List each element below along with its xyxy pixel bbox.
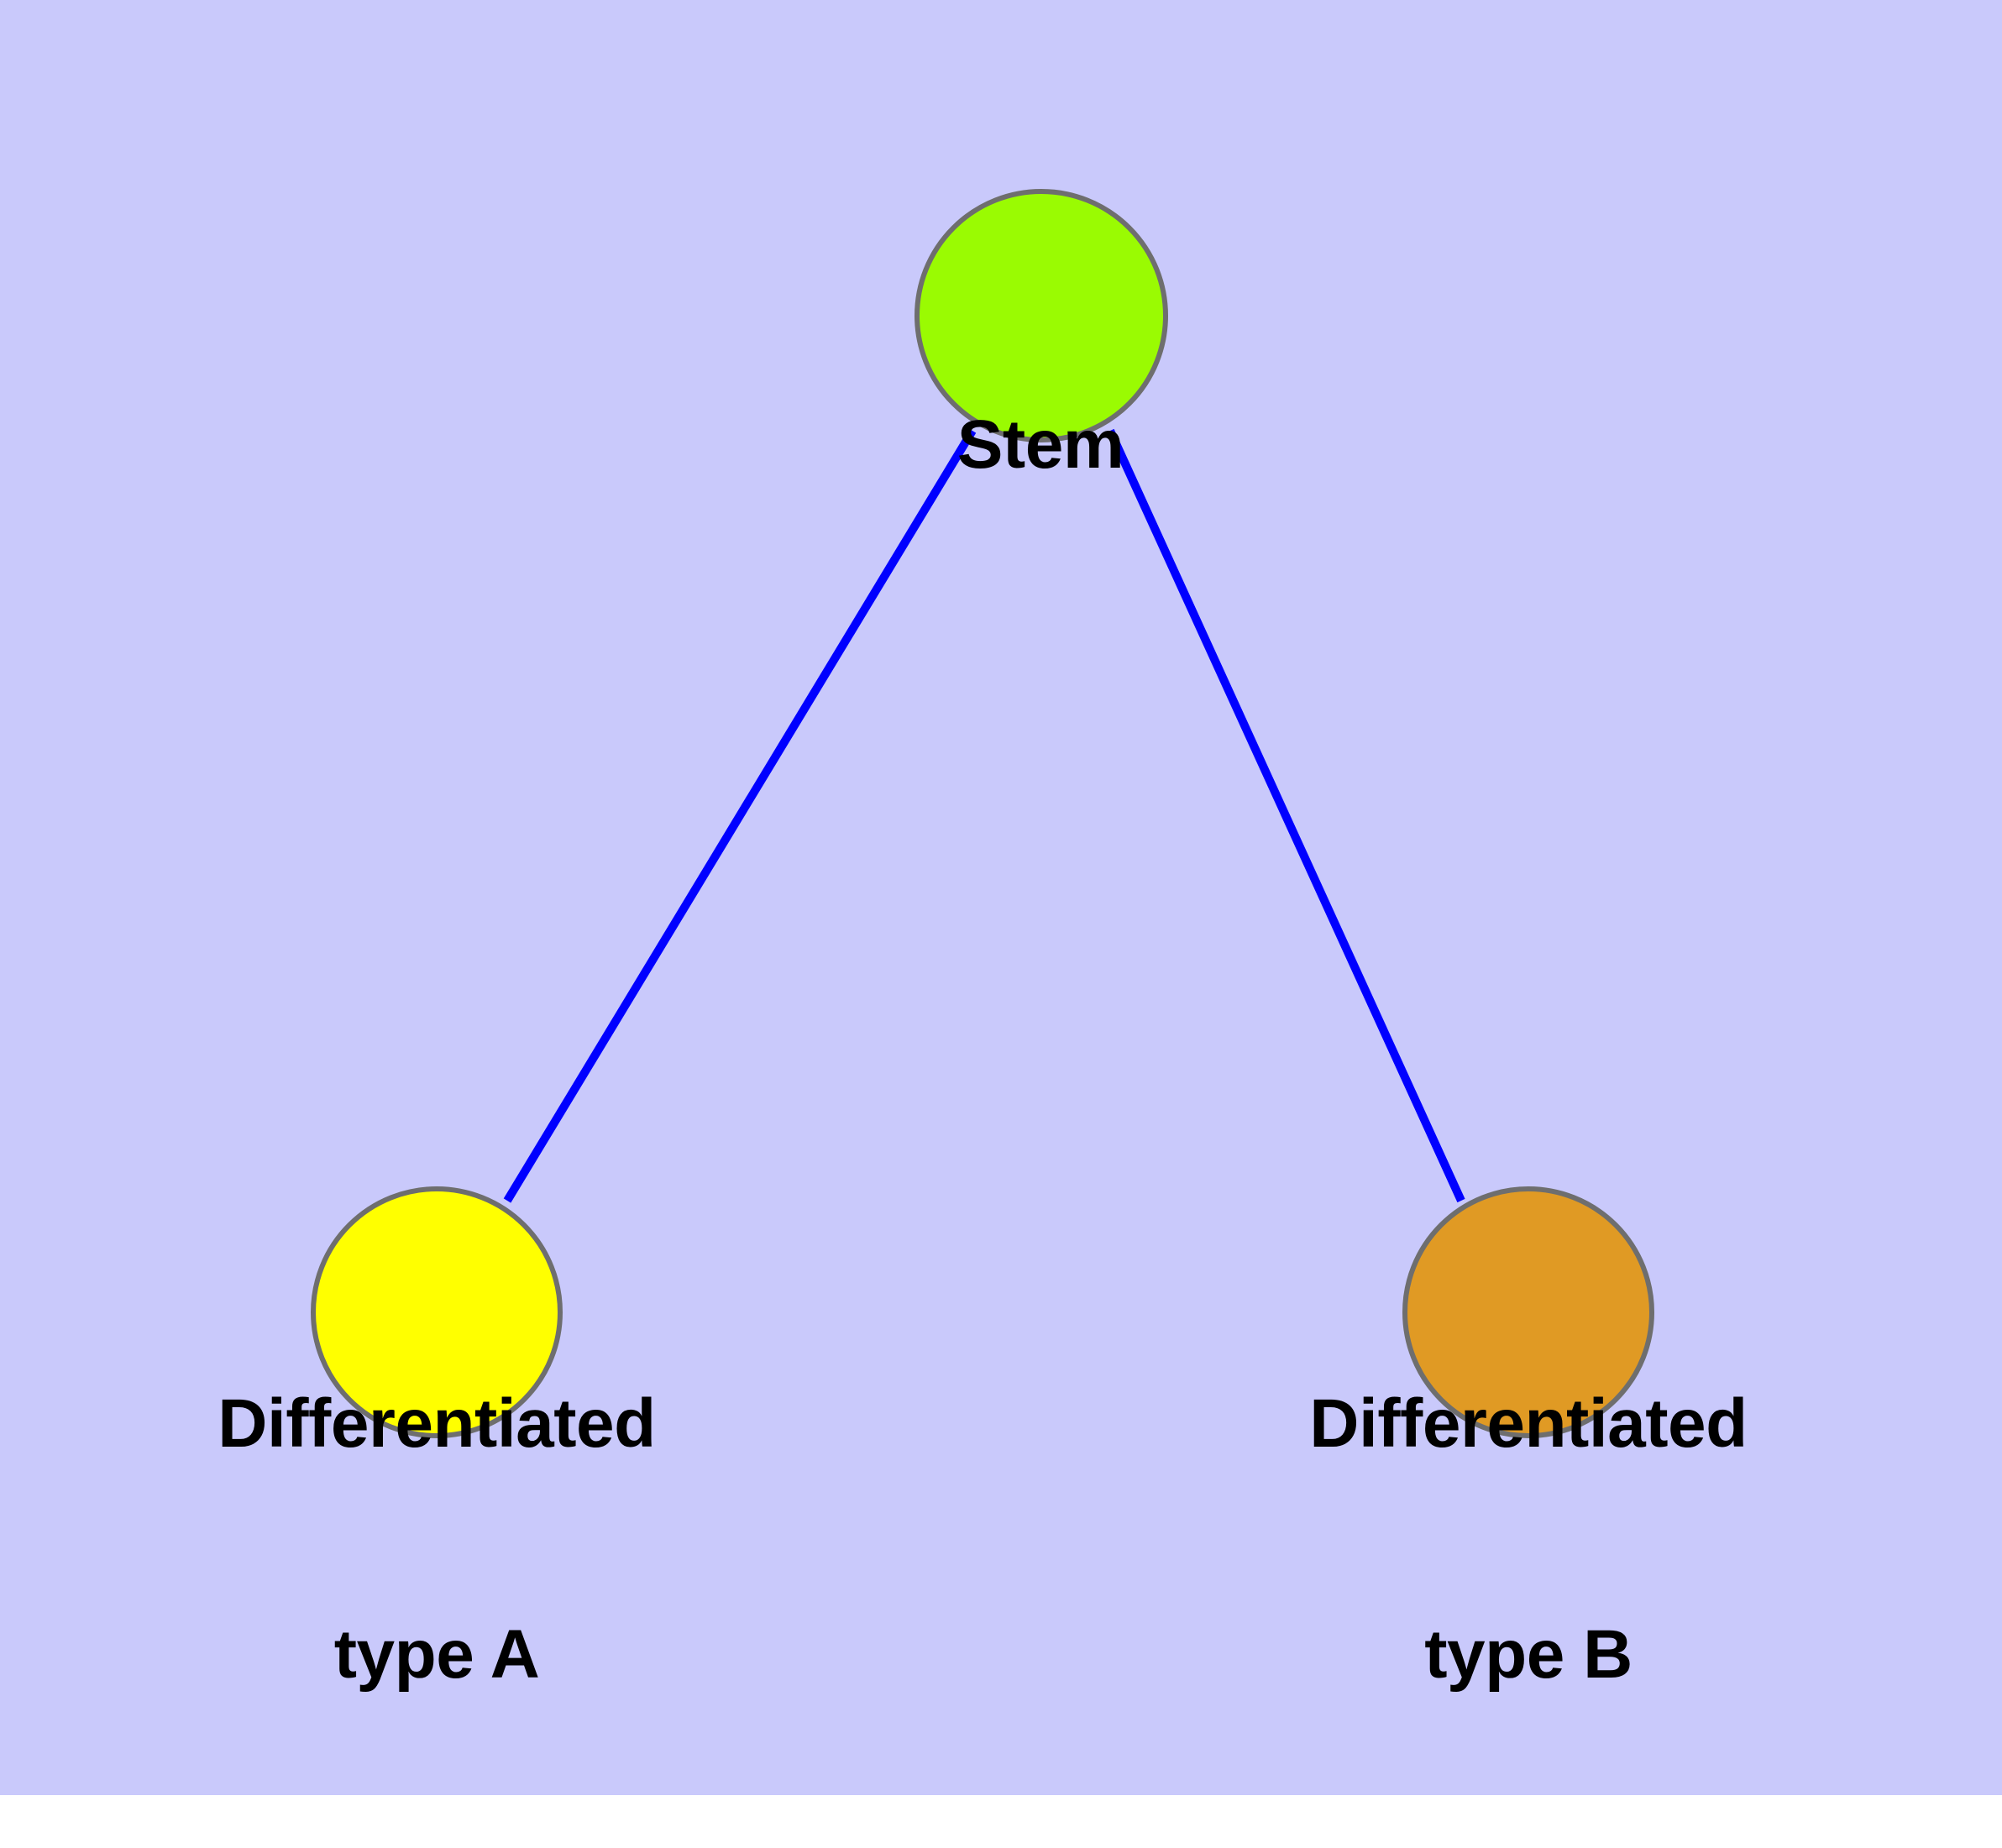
node-stem[interactable] — [915, 189, 1168, 442]
diagram-canvas: Stem Differentiated type A Differentiate… — [0, 0, 2002, 1795]
edge-stem-to-differentiated-type-a — [503, 428, 977, 1203]
edge-layer — [503, 428, 1465, 1203]
node-differentiated-type-b[interactable] — [1402, 1186, 1654, 1438]
node-differentiated-type-a[interactable] — [311, 1186, 563, 1438]
edge-stem-to-differentiated-type-b — [1106, 428, 1465, 1203]
